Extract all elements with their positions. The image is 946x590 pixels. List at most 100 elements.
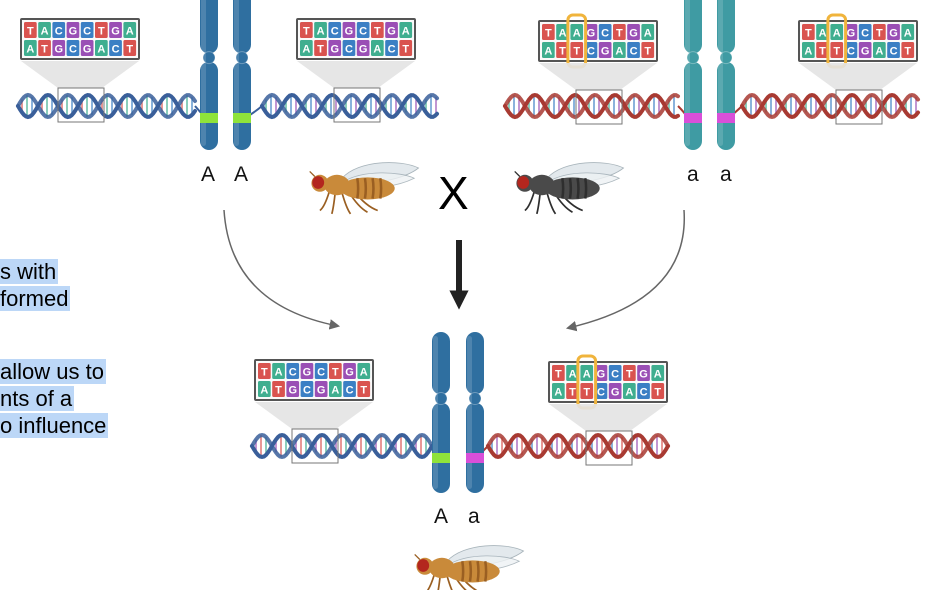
- nucleotide-letter: A: [275, 367, 283, 379]
- nucleotide-block: [286, 381, 300, 397]
- nucleotide-block: [844, 24, 858, 40]
- nucleotide-letter: C: [601, 28, 609, 40]
- nucleotide-block: [343, 363, 356, 379]
- nucleotide-block: [623, 383, 636, 399]
- side-text-top: s with formed: [0, 258, 71, 312]
- nucleotide-block: [556, 42, 569, 58]
- nucleotide-block: [286, 363, 300, 379]
- chromosome-right-1: [684, 0, 702, 150]
- nucleotide-block: [357, 363, 371, 379]
- nucleotide-block: [66, 40, 80, 56]
- chromosome-arm: [466, 332, 484, 395]
- fly-leg: [524, 191, 536, 212]
- nucleotide-block: [328, 40, 342, 56]
- nucleotide-letter: A: [41, 26, 49, 38]
- nucleotide-block: [95, 40, 108, 56]
- nucleotide-letter: T: [41, 44, 48, 56]
- nucleotide-letter: A: [360, 367, 368, 379]
- nucleotide-block: [258, 381, 271, 397]
- nucleotide-block: [598, 24, 612, 40]
- nucleotide-letter: A: [260, 385, 268, 397]
- nucleotide-block: [399, 22, 413, 38]
- chromosome-arm: [684, 0, 702, 54]
- zoom-funnel: [255, 402, 373, 429]
- nucleotide-block: [314, 381, 328, 397]
- nucleotide-letter: A: [573, 28, 581, 40]
- centromere: [719, 51, 733, 65]
- fly-stripe: [468, 560, 473, 582]
- centromere: [235, 51, 249, 65]
- chromosome-arm: [233, 0, 251, 54]
- dna-strand: [740, 92, 920, 120]
- dna-strand: [486, 432, 670, 460]
- nucleotide-letter: T: [819, 46, 826, 58]
- nucleotide-block: [858, 24, 872, 40]
- nucleotide-letter: C: [861, 28, 869, 40]
- nucleotide-letter: C: [630, 46, 638, 58]
- nucleotide-letter: G: [611, 387, 620, 399]
- nucleotide-block: [637, 383, 650, 399]
- nucleotide-letter: T: [27, 26, 34, 38]
- dna-strand: [250, 432, 434, 460]
- side-text-line: formed: [0, 286, 71, 311]
- nucleotide-block: [641, 24, 655, 40]
- chromosome-arm: [233, 61, 251, 150]
- nucleotide-letter: T: [583, 387, 590, 399]
- nucleotide-letter: T: [626, 369, 633, 381]
- nucleotide-letter: G: [861, 46, 870, 58]
- fly-parent-mutant: [514, 162, 625, 215]
- fly-leg: [319, 191, 331, 212]
- nucleotide-block: [314, 363, 328, 379]
- nucleotide-letter: A: [402, 26, 410, 38]
- fly-parent-wildtype: [309, 162, 420, 215]
- centromere: [686, 51, 700, 65]
- fly-stripe: [363, 177, 368, 199]
- fly-stripe: [568, 177, 573, 199]
- nucleotide-letter: C: [331, 26, 339, 38]
- nucleotide-block: [830, 42, 844, 58]
- chromosome-arm: [432, 332, 450, 395]
- nucleotide-letter: G: [54, 44, 63, 56]
- fly-thorax: [324, 174, 350, 196]
- nucleotide-block: [608, 383, 622, 399]
- nucleotide-letter: T: [261, 367, 268, 379]
- nucleotide-block: [830, 24, 844, 40]
- nucleotide-letter: T: [559, 46, 566, 58]
- nucleotide-block: [258, 363, 271, 379]
- nucleotide-letter: G: [601, 46, 610, 58]
- nucleotide-block: [887, 24, 900, 40]
- nucleotide-letter: T: [374, 26, 381, 38]
- nucleotide-block: [314, 22, 327, 38]
- nucleotide-block: [357, 381, 371, 397]
- dna-helix-offspring-right: [475, 432, 670, 460]
- nucleotide-letter: C: [611, 369, 619, 381]
- zoom-funnel: [539, 63, 657, 90]
- nucleotide-block: [342, 22, 356, 38]
- fly-eye: [517, 176, 530, 189]
- nucleotide-letter: A: [819, 28, 827, 40]
- nucleotide-letter: A: [317, 26, 325, 38]
- dna-strand: [260, 92, 439, 120]
- nucleotide-letter: A: [126, 26, 134, 38]
- nucleotide-block: [873, 24, 886, 40]
- dna-helix-left-b: [244, 92, 439, 120]
- nucleotide-letter: T: [360, 385, 367, 397]
- nucleotide-letter: A: [804, 46, 812, 58]
- nucleotide-block: [816, 24, 829, 40]
- nucleotide-letter: C: [597, 387, 605, 399]
- zoom-box: [333, 87, 381, 123]
- nucleotide-block: [123, 40, 137, 56]
- nucleotide-letter: T: [555, 369, 562, 381]
- offspring-allele-2: a: [468, 505, 480, 528]
- nucleotide-block: [371, 22, 384, 38]
- chromosome-shine: [718, 0, 723, 146]
- nucleotide-letter: G: [303, 367, 312, 379]
- nucleotide-letter: T: [904, 46, 911, 58]
- nucleotide-block: [66, 22, 80, 38]
- side-text-line: nts of a: [0, 386, 75, 411]
- zoom-funnel: [549, 404, 667, 431]
- nucleotide-letter: G: [639, 369, 648, 381]
- nucleotide-letter: G: [83, 44, 92, 56]
- nucleotide-letter: G: [69, 26, 78, 38]
